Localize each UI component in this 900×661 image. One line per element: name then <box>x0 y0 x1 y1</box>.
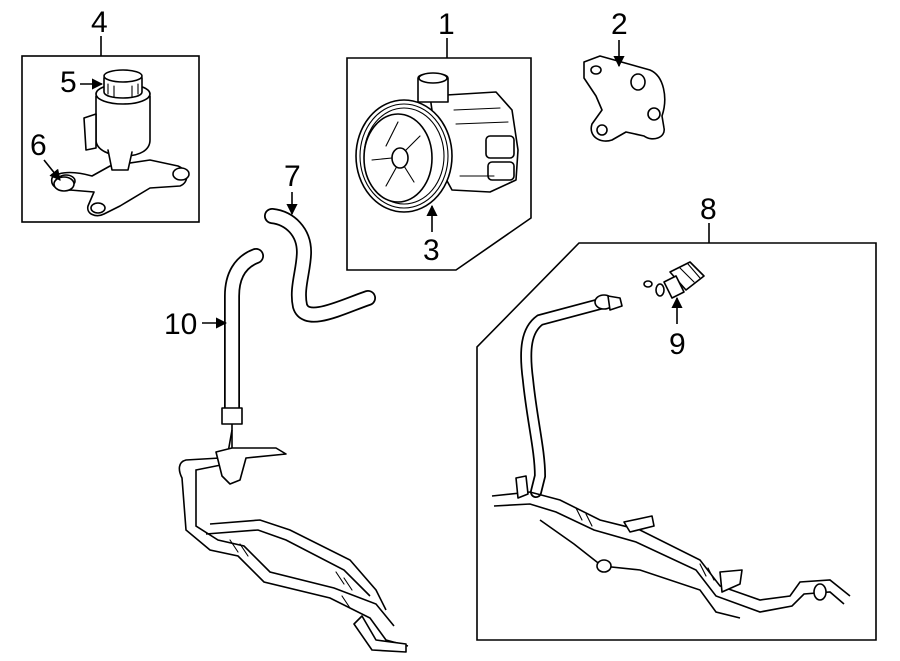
cooler-tube-upper-inner <box>205 529 371 597</box>
return-line-cooler: 10 <box>164 248 409 653</box>
bracket-mount-hole <box>172 167 190 181</box>
reservoir-group-frame <box>21 55 200 223</box>
cooler-tube-inner <box>195 429 395 627</box>
reservoir-neck <box>107 149 133 171</box>
reservoir-cap-top <box>103 69 143 83</box>
callout-1: 1 <box>438 8 455 41</box>
bracket-bolt-hole <box>590 65 602 75</box>
bracket-bolt-hole <box>630 73 646 91</box>
reservoir-body <box>95 95 151 157</box>
pressure-switch-stem <box>663 275 685 299</box>
tube-clamp-marks <box>575 507 715 581</box>
pump-inlet-opening <box>418 72 448 84</box>
banjo-bolt <box>607 295 623 311</box>
callout-6: 6 <box>30 129 47 162</box>
pressure-line-group-frame <box>476 242 877 641</box>
return-line-hose-fill <box>225 249 263 419</box>
hose-clamp <box>221 407 243 425</box>
bracket-bolt-hole <box>596 124 608 136</box>
pressure-switch-o-ring <box>655 283 665 297</box>
pump-assembly-group: 1 3 <box>346 8 532 271</box>
tube-end-fitting <box>813 583 827 601</box>
pulley-spokes <box>371 121 421 187</box>
cooler-tube-upper <box>209 519 387 611</box>
mount-grommet <box>53 176 75 192</box>
callout-8: 8 <box>700 193 717 226</box>
bracket-mount-hole <box>90 202 106 214</box>
tube-mount-tab <box>623 515 655 533</box>
pump-control-valve <box>487 161 515 181</box>
callout-2: 2 <box>611 8 628 41</box>
callout-5: 5 <box>60 66 77 99</box>
tube-bracket <box>515 475 529 499</box>
pump-outlet-fitting <box>485 135 515 159</box>
pump-body-detail <box>453 107 509 177</box>
callout-7: 7 <box>284 160 301 193</box>
tube-end-fitting <box>596 559 612 573</box>
pulley-groove <box>359 103 449 209</box>
cooler-mount-bracket <box>215 447 287 485</box>
callout-9: 9 <box>669 328 686 361</box>
switch-hex-flats <box>679 263 701 283</box>
reservoir-assembly-group: 4 5 6 <box>21 6 200 223</box>
pressure-hose-fill <box>521 299 605 497</box>
return-hose-fill <box>265 209 375 321</box>
cooler-end-bracket <box>353 615 407 653</box>
cap-grip-ridges <box>107 83 139 98</box>
pressure-tube-secondary <box>539 519 741 619</box>
cooler-tube-outer <box>178 424 409 647</box>
pulley-hub <box>391 147 409 169</box>
cooler-clamp-marks <box>229 539 353 609</box>
pump-group-frame <box>346 57 532 271</box>
callout-3: 3 <box>423 234 440 267</box>
callout-4: 4 <box>91 6 108 39</box>
bracket-bolt-hole <box>647 107 661 121</box>
pump-bracket: 2 <box>583 8 666 142</box>
return-hose: 7 <box>264 160 376 323</box>
o-ring-seal <box>643 280 653 288</box>
reservoir-side-port <box>83 113 97 151</box>
pressure-tube-lower <box>493 503 845 613</box>
tube-clamp-bracket <box>719 569 743 593</box>
leader-arrow-6 <box>43 159 61 181</box>
callout-10: 10 <box>164 308 197 341</box>
pressure-line-group: 8 9 <box>476 193 877 641</box>
